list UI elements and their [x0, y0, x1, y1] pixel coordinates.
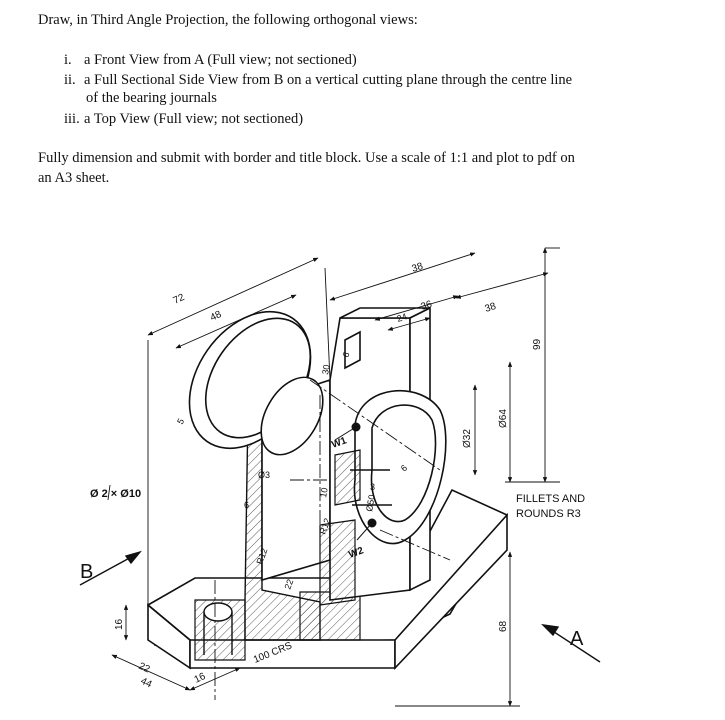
- dim-5: 5: [175, 417, 186, 426]
- dim-diam-32: Ø32: [462, 429, 473, 448]
- dim-68: 68: [498, 620, 509, 632]
- list-text: a Top View (Full view; not sectioned): [84, 111, 304, 127]
- list-text: a Full Sectional Side View from B on a v…: [84, 72, 573, 88]
- list-item-sectional-view: ii. a Full Sectional Side View from B on …: [64, 72, 572, 89]
- list-text: a Front View from A (Full view; not sect…: [84, 52, 357, 68]
- view-direction-arrows: [79, 550, 601, 663]
- centre-lines: [214, 379, 451, 700]
- dimension-lines: [107, 247, 560, 707]
- submission-note-line1: Fully dimension and submit with border a…: [38, 150, 575, 166]
- isometric-drawing: B A Ø 2 × Ø10 FILLETS AND ROUNDS R3 W1 W…: [79, 247, 601, 707]
- dim-24: 24: [396, 311, 409, 324]
- intro-text: Draw, in Third Angle Projection, the fol…: [38, 12, 418, 28]
- fillets-note-line1: FILLETS AND: [516, 493, 585, 505]
- dim-36: 36: [420, 299, 434, 313]
- view-label-b: B: [80, 561, 93, 583]
- dim-diam-3: Ø3: [258, 470, 270, 480]
- weld-points: [334, 422, 377, 541]
- dim-99: 99: [532, 338, 543, 350]
- list-text-continued: of the bearing journals: [86, 90, 217, 106]
- submission-note-line2: an A3 sheet.: [38, 170, 110, 186]
- dim-16-bottom: 16: [193, 671, 208, 686]
- list-item-top-view: iii.a Top View (Full view; not sectioned…: [64, 111, 303, 128]
- fillets-note-line2: ROUNDS R3: [516, 508, 581, 520]
- dim-22-mid: 22: [282, 578, 295, 591]
- dim-10: 10: [318, 487, 330, 499]
- dim-48: 48: [209, 309, 224, 324]
- list-item-front-view: i. a Front View from A (Full view; not se…: [64, 52, 357, 69]
- dim-30: 30: [320, 364, 332, 376]
- dim-3: 3: [370, 482, 375, 492]
- dim-diam-64: Ø64: [498, 409, 509, 428]
- list-number: i.: [64, 52, 72, 68]
- weld-label-w2: W2: [347, 545, 365, 561]
- dim-diam-50: Ø50: [364, 494, 377, 512]
- dim-6-top: 6: [340, 351, 351, 359]
- base-hole: [203, 602, 233, 655]
- dim-44: 44: [139, 676, 154, 691]
- journal-section-hatch: [319, 449, 361, 606]
- dim-16-left: 16: [114, 618, 125, 630]
- dim-38-top: 38: [411, 261, 425, 275]
- dim-22-bottom: 22: [137, 661, 152, 676]
- view-label-a: A: [570, 628, 584, 650]
- hole-callout: Ø 2 × Ø10: [90, 488, 141, 500]
- dim-38-right: 38: [484, 301, 498, 315]
- list-number: iii.: [64, 111, 80, 127]
- bearing-ring-front: [350, 389, 447, 545]
- list-number: ii.: [64, 72, 76, 88]
- weld-label-w1: W1: [330, 435, 348, 451]
- dim-72: 72: [172, 292, 187, 307]
- instructions: Draw, in Third Angle Projection, the fol…: [0, 0, 725, 200]
- dim-6-right: 6: [399, 463, 409, 474]
- dim-6-left: 6: [244, 500, 249, 510]
